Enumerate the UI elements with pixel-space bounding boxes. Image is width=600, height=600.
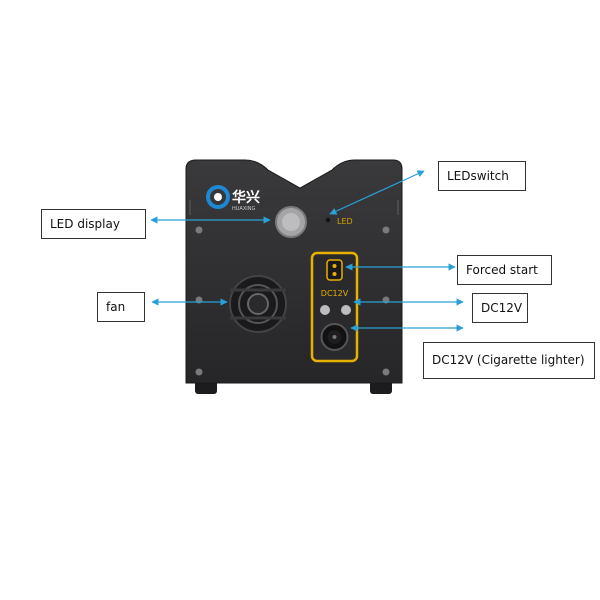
callout-fan: fan bbox=[97, 292, 145, 322]
fan bbox=[229, 275, 287, 333]
cigarette-lighter-socket[interactable] bbox=[320, 323, 349, 351]
brand-text: 华兴 bbox=[232, 189, 260, 206]
brand-logo-icon bbox=[206, 185, 230, 209]
callout-dc12v: DC12V bbox=[472, 293, 528, 323]
screw-bottom-left bbox=[195, 368, 203, 376]
forced-start-connector[interactable] bbox=[326, 259, 343, 281]
callout-led-switch: LEDswitch bbox=[438, 161, 526, 191]
led-label: LED bbox=[337, 217, 353, 226]
panel-label: DC12V bbox=[321, 289, 349, 298]
callout-cigarette: DC12V (Cigarette lighter) bbox=[423, 342, 595, 379]
led-switch[interactable] bbox=[325, 217, 331, 223]
screw-top-right bbox=[382, 226, 390, 234]
callout-led-display: LED display bbox=[41, 209, 146, 239]
brand-subtext: HUAXING bbox=[232, 206, 255, 212]
dc12v-terminal-left[interactable] bbox=[320, 305, 330, 315]
dc12v-terminal-right[interactable] bbox=[341, 305, 351, 315]
screw-top-left bbox=[195, 226, 203, 234]
screw-bottom-right bbox=[382, 368, 390, 376]
led-switch-arrow bbox=[329, 170, 425, 215]
brand-logo: 华兴 HUAXING bbox=[206, 185, 260, 212]
callout-forced-start: Forced start bbox=[457, 255, 552, 285]
